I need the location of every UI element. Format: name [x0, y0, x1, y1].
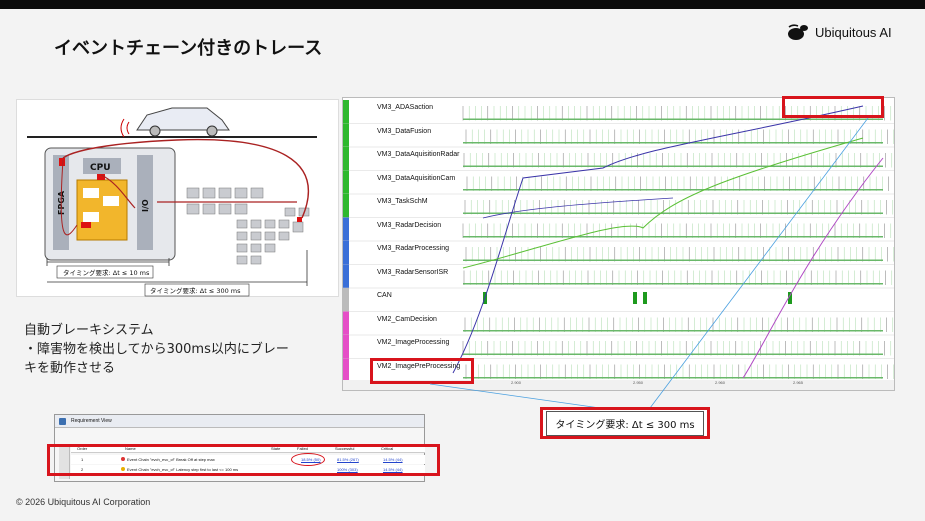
lane-label: VM3_RadarDecision: [377, 221, 442, 229]
col-name[interactable]: Name: [125, 446, 136, 451]
lane-color-bar: [343, 335, 349, 359]
row-name: Event Chain "evch_evc_cf" Break Off at s…: [127, 457, 215, 462]
lane-label: VM3_TaskSchM: [377, 198, 428, 205]
ubiquitous-logo-icon: [788, 24, 808, 40]
lane-color-bar: [343, 123, 349, 147]
timing-outer-label: タイミング要求: Δt ≤ 300 ms: [150, 286, 241, 295]
highlight-start-lane: [370, 358, 474, 384]
row-critical[interactable]: 14.5% (44): [383, 457, 403, 462]
lane-color-bar: [343, 100, 349, 124]
row-critical[interactable]: 14.5% (44): [383, 467, 403, 472]
row-order: 1: [81, 457, 84, 462]
slide-title: イベントチェーン付きのトレース: [54, 38, 323, 59]
ecu-diagram: CPU FPGA I/O タイミング要求: Δt ≤ 10 ms タイミング要求…: [27, 107, 317, 297]
fail-status-icon: [121, 457, 125, 461]
col-failed[interactable]: Failed: [297, 446, 308, 451]
lane-label: VM3_RadarSensorISR: [377, 268, 449, 276]
axis-tick-5: 2.965: [793, 380, 804, 385]
top-bar: [0, 0, 925, 9]
lane-label: VM2_ImagePreProcessing: [377, 362, 461, 370]
col-state[interactable]: State: [271, 446, 281, 451]
requirement-view-window[interactable]: Requirement View Order Name State Failed…: [54, 414, 425, 482]
cpu-label: CPU: [90, 163, 111, 173]
axis-tick-3: 2.950: [633, 380, 644, 385]
requirement-view-icon: [59, 418, 66, 425]
lane-label: VM3_RadarProcessing: [377, 245, 449, 252]
table-row[interactable]: 2 Event Chain "evch_evc_cf" Latency step…: [71, 465, 425, 474]
lane-label: VM2_CamDecision: [377, 315, 437, 323]
lane-color-bar: [343, 358, 349, 382]
row-successful[interactable]: 100% (303): [337, 467, 358, 472]
trace-chart: [343, 100, 894, 390]
lane-color-bar: [343, 311, 349, 335]
lane-label: VM2_ImageProcessing: [377, 339, 450, 346]
requirement-view-titlebar[interactable]: Requirement View: [55, 415, 424, 428]
timing-callout: タイミング要求: Δt ≤ 300 ms: [540, 407, 710, 439]
lane-label: VM3_DataAquisitionCam: [377, 174, 456, 182]
lane-label: VM3_ADASaction: [377, 104, 434, 111]
system-illustration: CPU FPGA I/O タイミング要求: Δt ≤ 10 ms タイミング要求…: [16, 99, 339, 297]
col-order[interactable]: Order: [77, 446, 88, 451]
lane-color-bar: [343, 194, 349, 218]
lane-color-bar: [343, 147, 349, 171]
warning-status-icon: [121, 467, 125, 471]
highlight-failed-value: [291, 453, 325, 466]
lane-label: VM3_DataFusion: [377, 127, 432, 135]
lane-color-bar: [343, 170, 349, 194]
row-successful[interactable]: 81.5% (267): [337, 457, 359, 462]
description-block: 自動ブレーキシステム ・障害物を検出してから300ms以内にブレー キを動作させ…: [24, 321, 344, 378]
row-name: Event Chain "evch_evc_cf" Latency step f…: [127, 467, 239, 472]
axis-tick-4: 2.960: [715, 380, 726, 385]
highlight-requirement-rows: [47, 444, 440, 476]
io-label: I/O: [141, 199, 150, 212]
description-line-1: 自動ブレーキシステム: [24, 323, 154, 338]
copyright-text: © 2026 Ubiquitous AI Corporation: [16, 497, 151, 507]
description-line-3: キを動作させる: [24, 361, 116, 376]
axis-tick-2: 2.900: [511, 380, 522, 385]
lane-color-bar: [343, 264, 349, 288]
lane-label: VM3_DataAquisitionRadar: [377, 151, 460, 158]
description-line-2: ・障害物を検出してから300ms以内にブレー: [24, 342, 289, 357]
logo-text: Ubiquitous AI: [815, 24, 892, 40]
col-critical[interactable]: Critical: [381, 446, 394, 451]
requirement-table-header: Order Name State Failed Successful Criti…: [71, 445, 425, 453]
lane-label: CAN: [377, 292, 392, 299]
timing-inner-label: タイミング要求: Δt ≤ 10 ms: [63, 268, 150, 277]
highlight-end-event: [782, 96, 884, 118]
requirement-view-title: Requirement View: [71, 418, 112, 424]
requirement-view-sidebar: [59, 445, 70, 479]
lane-color-bar: [343, 241, 349, 265]
row-order: 2: [81, 467, 84, 472]
timing-callout-text: タイミング要求: Δt ≤ 300 ms: [546, 410, 704, 436]
company-logo: Ubiquitous AI: [785, 22, 915, 42]
col-successful[interactable]: Successful: [335, 446, 355, 451]
lane-color-bar: [343, 288, 349, 312]
lane-color-bar: [343, 217, 349, 241]
